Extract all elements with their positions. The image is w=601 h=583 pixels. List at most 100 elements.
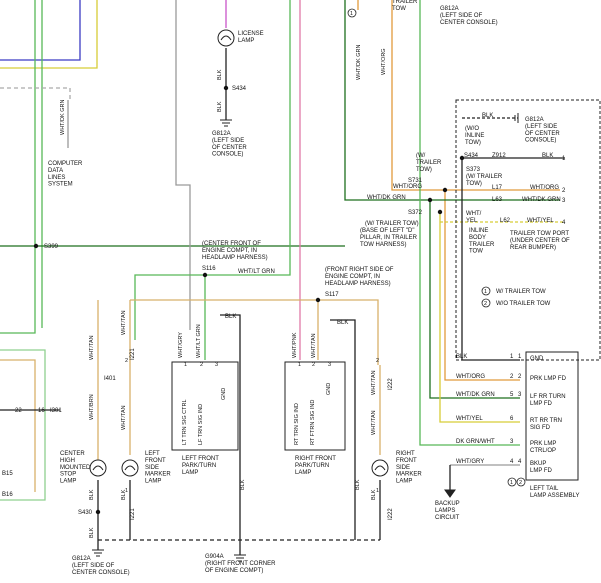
- ltail-wire-label: WHT/GRY: [456, 459, 484, 465]
- ltail-pin-label: GND: [530, 356, 544, 362]
- ltail-n2: 2: [518, 374, 522, 380]
- lr-wht-tan2: WHT/TAN: [371, 410, 377, 435]
- lfpt-wire-1: WHT/GRY: [178, 332, 184, 358]
- wire-yellow: [0, 0, 98, 69]
- wire-dkgrn-tail: [429, 200, 520, 399]
- rf-marker-bulb-icon: [371, 459, 389, 477]
- rfpt-wire-1: WHT/PNK: [292, 332, 298, 358]
- wire-tan-s117: [130, 299, 379, 365]
- rb-s731-label: S731: [408, 178, 423, 184]
- wire-tan-frame: [0, 359, 36, 492]
- wire-rfpt-gnd: [330, 319, 356, 540]
- ll-blk2: BLK: [89, 527, 95, 538]
- rb-w-trailer-tow2-label: (W/ TRAILER TOW): [365, 221, 419, 227]
- ll-i301: I301: [50, 408, 62, 414]
- ltail-wire-label: DK GRN/WHT: [456, 439, 495, 445]
- ltail-n1: 4: [510, 459, 514, 465]
- trailer-tow-box: [455, 99, 601, 361]
- port-pin-1: 1: [562, 156, 566, 162]
- ground-icon: [92, 549, 104, 557]
- rf-park-turn-lamp-box: [284, 361, 346, 451]
- ll-wht-tan2: WHT/TAN: [121, 310, 127, 335]
- wire-ltgrn-frame: [0, 349, 46, 501]
- lr-i222b: I222: [388, 508, 394, 520]
- ground-icon: [220, 119, 232, 127]
- ll-wht-tan3: WHT/TAN: [121, 405, 127, 430]
- ground-icon: [514, 113, 519, 123]
- lr-blk: BLK: [371, 489, 377, 500]
- wire-dkgrn-top: [344, 0, 560, 201]
- license-blk-label: BLK: [217, 69, 223, 80]
- legend-1-label: W/ TRAILER TOW: [496, 289, 546, 295]
- lfpt-pin-3: GND: [221, 388, 227, 400]
- circle-1-top: [347, 8, 357, 18]
- legend-circle-2-num: 2: [484, 301, 487, 307]
- wht-dkgrn-vert-label: WHT/DK GRN: [356, 45, 362, 80]
- rfpt-pin-1: RT TRN SIG IND: [294, 403, 300, 445]
- s116-label: S116: [202, 266, 216, 272]
- ll-n16: 16: [38, 408, 45, 414]
- rfpt-pin-2: RT FTRN SIG IND: [310, 400, 316, 445]
- ll-i401: I401: [104, 376, 116, 382]
- ll-num2: 2: [125, 358, 128, 364]
- rfpt-num-3: 3: [328, 362, 331, 368]
- splice-s399: [33, 243, 39, 249]
- ll-b15: B15: [2, 471, 13, 477]
- rb-wht-yel2-label: WHT/YEL: [527, 218, 554, 224]
- license-lamp-bulb-icon: [217, 29, 235, 47]
- lr-i222: I222: [388, 378, 394, 390]
- port-pin-2: 2: [562, 188, 566, 194]
- ll-blk3: BLK: [121, 489, 127, 500]
- lf-park-turn-lamp-box: [171, 361, 239, 451]
- legend-circle-2: [481, 298, 491, 308]
- s399-label: S399: [44, 244, 59, 250]
- ll-wht-tan1: WHT/TAN: [89, 335, 95, 360]
- rf-park-turn: RT TRN SIG IND RT FTRN SIG IND GND WHT/P…: [292, 332, 336, 475]
- grounds: [92, 113, 519, 562]
- wire-orange-top: [391, 0, 560, 191]
- rb-l62-label: L62: [500, 218, 511, 224]
- rb-wht-dkgrn-label: WHT/DK GRN: [367, 195, 406, 201]
- ltail-n2: 1: [518, 354, 522, 360]
- s117-label: S117: [325, 292, 339, 298]
- ltail-n2: 3: [518, 392, 522, 398]
- rb-wht-org-label: WHT/ORG: [393, 184, 422, 190]
- rb-wht-dkgrn2-label: WHT/DK GRN: [522, 197, 561, 203]
- wht-ltgrn-label: WHT/LT GRN: [238, 269, 275, 275]
- left-tail-lamp-box: [525, 351, 579, 481]
- ll-num1: 1: [125, 488, 128, 494]
- wire-yellow-tail: [439, 212, 520, 423]
- license-blk-label-2: BLK: [217, 101, 223, 112]
- wire-gray-lf: [175, 0, 191, 330]
- ll-i221b: I221: [130, 508, 136, 520]
- chmsl-bulb-icon: [89, 459, 107, 477]
- wire-dkgrn-wht: [419, 0, 520, 446]
- legend-2-label: W/O TRAILER TOW: [496, 301, 551, 307]
- ltail-wire-label: WHT/YEL: [456, 416, 483, 422]
- rb-l63-label: L63: [492, 197, 503, 203]
- splice-s434-right: [459, 155, 465, 161]
- splice-s430: [95, 509, 101, 515]
- ll-n22: 22: [15, 408, 22, 414]
